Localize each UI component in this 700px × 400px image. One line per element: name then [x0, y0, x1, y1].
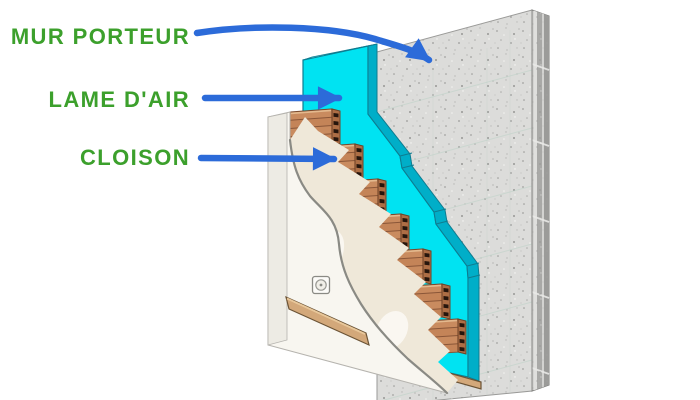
plaster-side-edge [267, 112, 288, 346]
torn-plaster-edge-line [288, 138, 449, 395]
arrow-to-concrete-wall [193, 24, 433, 64]
plaster-torn-area [290, 117, 458, 393]
annotation-mur-porteur: MUR PORTEUR [11, 24, 433, 64]
air-gap-top-edge [302, 43, 378, 61]
annotation-cloison: CLOISON [80, 145, 338, 171]
electrical-outlet [311, 275, 331, 295]
annotation-lame-d-air: LAME D'AIR [49, 86, 343, 112]
label-cloison: CLOISON [80, 145, 190, 170]
baseboard [285, 295, 370, 347]
arrow-to-partition [197, 147, 338, 171]
label-lame-d-air: LAME D'AIR [49, 87, 190, 112]
plaster-face-panel [267, 111, 449, 395]
label-mur-porteur: MUR PORTEUR [11, 24, 190, 49]
